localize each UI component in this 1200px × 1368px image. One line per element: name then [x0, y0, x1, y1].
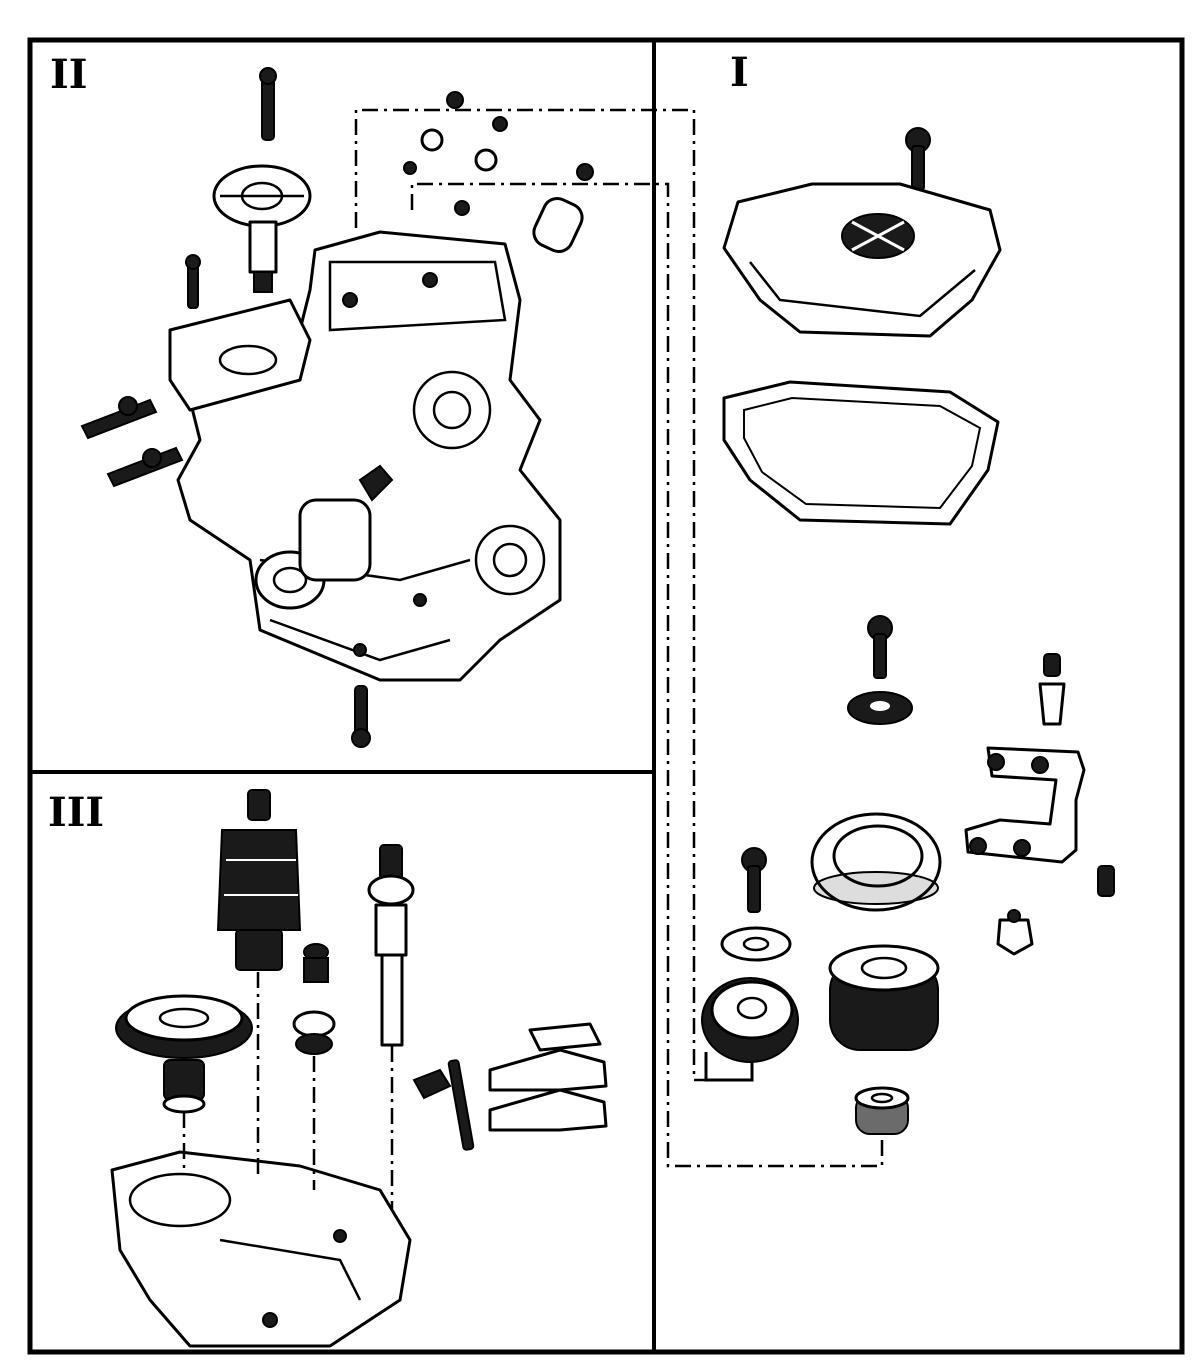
alignment-leader-lines	[354, 108, 884, 1168]
bottom-bolt-icon	[351, 685, 371, 748]
bearing-flange-icon	[212, 164, 312, 293]
panel-label-1: I	[730, 49, 749, 96]
shift-actuator-icon	[254, 464, 394, 610]
end-cover-icon	[722, 182, 1002, 338]
driven-gear-icon	[828, 944, 940, 1051]
needle-bearing-icon	[854, 1086, 910, 1135]
panel-1-endcover-assembly	[701, 127, 1115, 1135]
output-shaft-icon	[367, 844, 415, 1047]
sensor-fitting-icon	[403, 91, 594, 254]
lower-housing-case-icon	[110, 1150, 412, 1348]
gasket-icon	[722, 380, 1000, 526]
small-fittings-icon	[996, 865, 1115, 956]
drive-gear-icon	[701, 977, 799, 1063]
side-bolts-icon	[80, 396, 184, 488]
top-bolt-icon	[259, 67, 277, 141]
gear-screw-icon	[720, 847, 792, 962]
cover-bolt-icon	[905, 127, 931, 191]
leader-bracket-gear	[704, 1052, 754, 1082]
shift-cover-plate-icon	[168, 254, 312, 412]
panel-label-3: III	[48, 789, 104, 836]
panel-2-housing-assembly	[80, 67, 594, 748]
shift-forks-icon	[412, 1022, 608, 1151]
input-shaft-gear-cluster-icon	[216, 789, 302, 971]
panel-3-geartrain-assembly	[110, 789, 608, 1348]
screw-washer-icon	[847, 615, 913, 725]
transmission-housing-icon	[176, 230, 562, 682]
leader-line-upper	[354, 108, 708, 1082]
panel-label-2: II	[50, 51, 87, 98]
intermediate-gear-icon	[292, 943, 336, 1055]
diagram-frame	[27, 37, 1185, 1355]
shift-lever-bracket-icon	[964, 653, 1086, 864]
differential-ring-gear-icon	[115, 994, 253, 1114]
synchro-ring-icon	[810, 812, 942, 912]
